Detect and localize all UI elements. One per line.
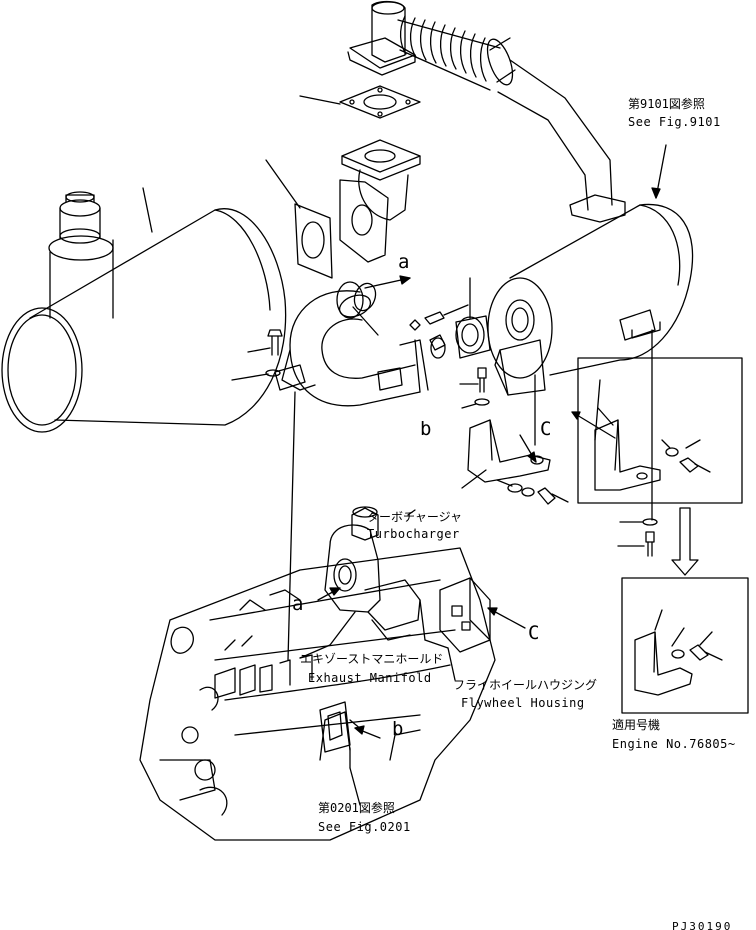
letter-c-bottom: C <box>528 622 540 644</box>
exhaust-en: Exhaust Manifold <box>308 671 432 685</box>
letter-c-top: C <box>540 418 552 440</box>
ref-9101-en: See Fig.9101 <box>628 115 721 129</box>
top-elbow <box>347 0 416 76</box>
leader-line <box>496 479 513 487</box>
arrow-head <box>487 607 498 616</box>
leader-line <box>461 403 477 409</box>
flywheel-housing <box>439 577 491 653</box>
detail-box-2 <box>621 577 749 714</box>
ref-9101-jp: 第9101図参照 <box>628 97 705 111</box>
bolts-mid <box>474 367 490 406</box>
flex-bellows <box>397 15 516 91</box>
flange-elbow <box>339 139 421 263</box>
exhaust-jp: エキゾーストマニホールド <box>300 652 444 666</box>
arrow-a-top <box>364 275 411 289</box>
ring-gasket <box>353 282 377 312</box>
flywheel-jp: フライホイールハウジング <box>453 678 598 692</box>
engine-no-en: Engine No.76805~ <box>612 737 736 751</box>
arrow-head <box>571 411 581 420</box>
letter-b-top: b <box>420 418 432 440</box>
leader-line <box>349 767 361 806</box>
arrow-c-top <box>519 434 537 463</box>
gasket-left <box>294 203 333 279</box>
ref-0201-en: See Fig.0201 <box>318 820 411 834</box>
leader-line <box>419 599 426 641</box>
turbo-en: Turbocharger <box>367 527 460 541</box>
turbocharger <box>324 506 421 641</box>
leader-line <box>299 644 331 659</box>
detail-box-1 <box>577 357 743 504</box>
leader-line <box>265 159 301 209</box>
leader-line <box>142 187 153 233</box>
drawing-number: PJ30190 <box>672 920 733 930</box>
arrow-head <box>329 587 341 596</box>
exhaust-pipe <box>497 59 626 223</box>
leader-line <box>299 95 341 105</box>
big-down-arrow <box>671 507 699 576</box>
bolts-left <box>265 304 469 377</box>
letter-a-bottom: a <box>292 593 304 615</box>
leader-line <box>407 509 416 516</box>
right-muffler <box>487 203 694 379</box>
leader-line <box>352 306 379 336</box>
gasket-top <box>339 85 421 119</box>
ref-0201-jp: 第0201図参照 <box>318 801 395 815</box>
ring-gaskets-right <box>455 315 491 359</box>
center-line <box>287 391 296 661</box>
bolts-b <box>507 483 569 505</box>
bolts-below <box>642 518 658 557</box>
leader-line <box>247 347 271 353</box>
arrow-head <box>354 725 365 735</box>
manifold-bracket <box>319 701 363 753</box>
leader-line <box>461 469 487 489</box>
letter-b-bottom: b <box>392 718 404 740</box>
bracket-main <box>494 339 546 396</box>
left-muffler <box>1 191 287 433</box>
leader-line <box>329 611 356 646</box>
u-elbow-pipe <box>274 281 429 407</box>
leader-line <box>231 373 269 381</box>
flywheel-en: Flywheel Housing <box>461 696 585 710</box>
engine-no-jp: 適用号機 <box>612 718 661 732</box>
bracket-b <box>467 419 551 483</box>
leader-line <box>447 647 456 681</box>
leader-line <box>424 639 449 649</box>
arrow-head <box>651 187 661 199</box>
letter-a-top: a <box>398 251 410 273</box>
turbo-jp: ターボチャージャ <box>367 510 463 524</box>
center-line <box>594 379 601 441</box>
arrow-line <box>571 411 616 439</box>
engine-block <box>139 547 496 841</box>
